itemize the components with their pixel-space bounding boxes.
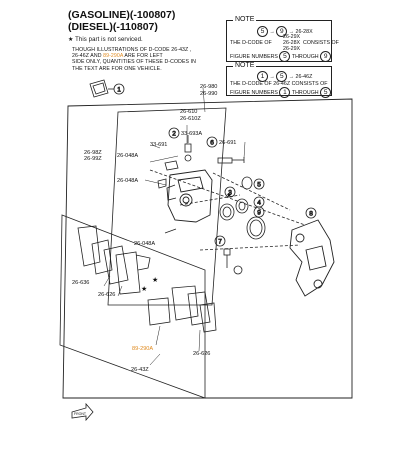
dashed-guides [149, 169, 306, 251]
note-1-arrow: → [269, 28, 275, 35]
pad-shim-left [77, 225, 141, 295]
note-1-code-b: 26-29X [283, 34, 301, 40]
callout-9: 9 [257, 210, 261, 217]
part-4-boot [235, 198, 249, 214]
label-26-626-right: 26-626 [193, 351, 210, 357]
label-26-43z: 26-43Z [131, 367, 149, 373]
desc-line-3: SIDE ONLY, QUANTITIES OF THESE D-CODES I… [72, 59, 197, 66]
label-33-693a: 33-693A [181, 131, 202, 137]
desc-line-4: THE TEXT ARE FOR ONE VEHICLE. [72, 65, 162, 72]
callout-4: 4 [257, 200, 261, 207]
note-1-row2-code-b: 26-29X [283, 46, 301, 52]
label-26-980: 26-980 [200, 84, 217, 90]
callout-5: 5 [257, 182, 261, 189]
note-2-arrow: → [269, 73, 275, 80]
star-icon-pad: ★ [141, 285, 147, 293]
title-gasoline: (GASOLINE)(-100807) [68, 9, 176, 21]
desc-highlight-code: 89-290A [103, 53, 124, 60]
star-icon-clip: ★ [152, 276, 158, 284]
not-serviced-note: ★ This part is not serviced. [68, 37, 143, 43]
note-2-circle-5b: 5 [320, 87, 332, 98]
part-3-piston [219, 203, 235, 221]
title-diesel: (DIESEL)(-110807) [68, 21, 158, 33]
note-2-row2c: CONSISTS OF [291, 81, 328, 87]
note-1-row3a: FIGURE NUMBERS [230, 53, 278, 60]
label-26-610: 26-610 [180, 109, 197, 115]
label-26-99z: 26-99Z [84, 156, 102, 162]
note-2-through: THROUGH [291, 89, 319, 96]
note-2-row2b: 26-46Z [273, 81, 291, 87]
note-2-row2a: THE D-CODE OF [230, 81, 272, 87]
note-1-arrow-2: → [288, 28, 295, 35]
description: THOUGH ILLUSTRATIONS OF D-CODE 26-43Z , … [72, 47, 196, 72]
label-26-990: 26-990 [200, 91, 217, 97]
note-1-row2b: CONSISTS OF [303, 40, 339, 46]
part-9-seal [246, 216, 266, 240]
label-26-048a-1: 26-048A [117, 153, 138, 159]
label-89-290a: 89-290A [132, 346, 153, 352]
label-33-691: 33-691 [150, 142, 167, 148]
desc-line-2: 26-46Z AND 89-290A ARE FOR LEFT [72, 53, 196, 59]
leader-lines [103, 87, 246, 366]
front-arrow-icon: FRONT [71, 402, 94, 422]
note-1-code-a: 26-28X [295, 28, 313, 35]
note-box-1: NOTE 5 → 9 → 26-28X 26-29X THE D-CODE OF… [226, 16, 339, 62]
outer-frame [62, 98, 353, 399]
part-2-bleeder [184, 135, 192, 162]
note-1-circle-5: 5 [257, 26, 268, 37]
note-2-title: NOTE [233, 62, 257, 70]
part-8-bracket [289, 219, 335, 297]
front-label: FRONT [74, 412, 87, 416]
note-1-title: NOTE [233, 16, 257, 24]
label-26-691: 26-691 [219, 140, 236, 146]
note-box-2: NOTE 1 → 5 → 26-46Z THE D-CODE OF 26-46Z… [226, 62, 332, 98]
part-5-boot [241, 176, 253, 190]
callout-8: 8 [309, 211, 313, 218]
note-2-circle-1: 1 [257, 71, 268, 82]
star-icon-piston: ★ [226, 191, 232, 199]
desc-line-2-c: ARE FOR LEFT [123, 53, 163, 60]
note-2-arrow-2: → [288, 73, 295, 80]
small-parts [157, 160, 179, 234]
caliper-body [166, 169, 213, 223]
note-1-circle-5b: 5 [279, 51, 291, 62]
part-7-bolt [223, 248, 243, 275]
desc-line-1: THOUGH ILLUSTRATIONS OF D-CODE 26-43Z , [72, 47, 192, 53]
pad-clip [135, 254, 151, 271]
not-serviced-text: This part is not serviced. [75, 37, 143, 43]
label-26-048a-2: 26-048A [117, 178, 138, 184]
label-26-048a-3: 26-048A [134, 241, 155, 247]
note-1-through: THROUGH [291, 53, 319, 60]
desc-line-2-a: 26-46Z AND [72, 53, 104, 60]
callout-1: 1 [117, 87, 121, 94]
star-icon: ★ [68, 37, 74, 43]
note-2-row2: THE D-CODE OF 26-46Z CONSISTS OF [230, 81, 327, 87]
part-1-gasket [89, 79, 114, 98]
note-2-code: 26-46Z [295, 73, 313, 80]
note-2-circle-1b: 1 [279, 87, 291, 98]
callout-2: 2 [172, 131, 176, 138]
label-26-636: 26-636 [72, 280, 89, 286]
callout-3: 3 [228, 190, 232, 197]
pad-shim-right [147, 285, 217, 333]
note-1-row2a: THE D-CODE OF [230, 40, 272, 46]
label-26-610z: 26-610Z [180, 116, 201, 122]
note-1-circle-9: 9 [276, 26, 288, 37]
callouts [113, 83, 317, 247]
caliper-frame [107, 107, 227, 306]
label-26-626-left: 26-626 [98, 292, 115, 298]
pad-frame [59, 214, 206, 399]
note-1-circle-9b: 9 [320, 51, 332, 62]
note-2-circle-5: 5 [276, 71, 288, 82]
note-2-row3a: FIGURE NUMBERS [230, 89, 278, 96]
callout-7: 7 [218, 239, 222, 246]
callout-6: 6 [210, 140, 214, 147]
label-26-98z: 26-98Z [84, 150, 102, 156]
note-1-row2-code: 26-28X [283, 40, 301, 46]
